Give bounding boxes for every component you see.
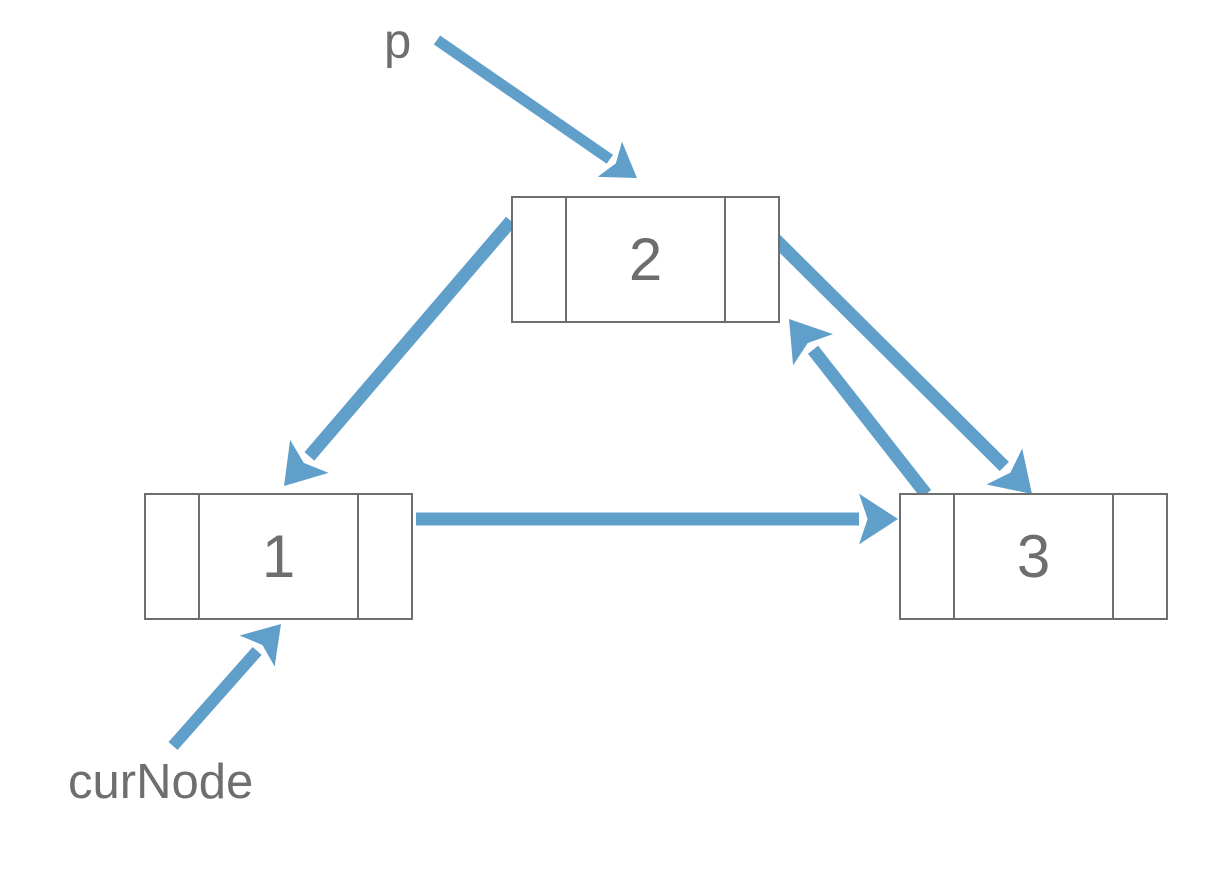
node-3-value: 3 <box>1016 522 1051 590</box>
pointer-label-p: p <box>384 15 412 69</box>
node-box-2[interactable]: 2 <box>511 196 784 323</box>
node-2-next-pointer-cell[interactable] <box>724 196 780 323</box>
pointer-label-curnode: curNode <box>68 755 254 809</box>
arrow-node3-to-node2 <box>789 319 932 499</box>
node-3-value-cell[interactable]: 3 <box>953 493 1114 620</box>
arrow-node2-to-node3 <box>769 233 1032 494</box>
node-box-3[interactable]: 3 <box>899 493 1172 620</box>
node-1-next-pointer-cell[interactable] <box>357 493 413 620</box>
arrow-node2-to-node1 <box>284 216 516 486</box>
node-box-1[interactable]: 1 <box>144 493 417 620</box>
node-2-prev-pointer-cell[interactable] <box>511 196 567 323</box>
node-3-prev-pointer-cell[interactable] <box>899 493 955 620</box>
arrow-p-to-node2 <box>433 35 637 178</box>
node-1-value-cell[interactable]: 1 <box>198 493 359 620</box>
arrow-curnode-to-node1 <box>168 624 281 750</box>
node-2-value-cell[interactable]: 2 <box>565 196 726 323</box>
node-2-value: 2 <box>628 225 663 293</box>
node-1-value: 1 <box>261 522 296 590</box>
node-3-next-pointer-cell[interactable] <box>1112 493 1168 620</box>
arrow-node1-to-node3 <box>416 493 898 545</box>
node-1-prev-pointer-cell[interactable] <box>144 493 200 620</box>
